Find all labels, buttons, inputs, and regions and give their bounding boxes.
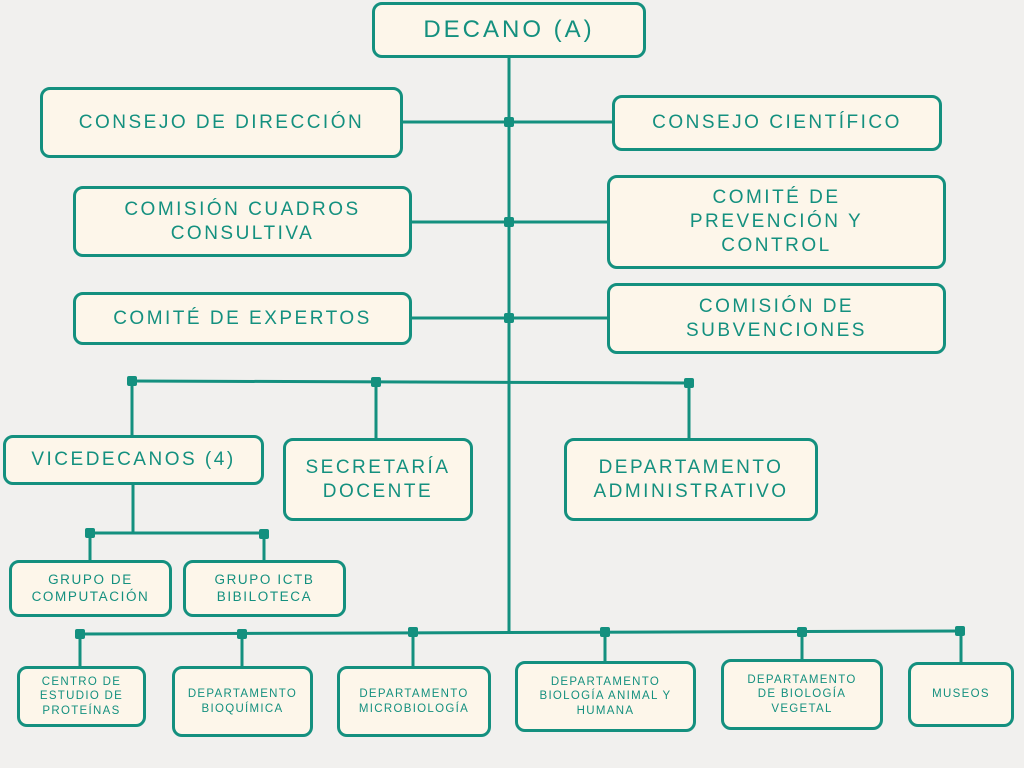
node-museos: MUSEOS xyxy=(908,662,1014,727)
node-grupo-computacion: GRUPO DE COMPUTACIÓN xyxy=(9,560,172,617)
node-consejo-direccion: CONSEJO DE DIRECCIÓN xyxy=(40,87,403,158)
node-centro-proteinas: CENTRO DE ESTUDIO DE PROTEÍNAS xyxy=(17,666,146,727)
junction-dot xyxy=(504,217,514,227)
node-comite-expertos: COMITÉ DE EXPERTOS xyxy=(73,292,412,345)
junction-dot xyxy=(85,528,95,538)
junction-dot xyxy=(504,117,514,127)
node-comite-prevencion: COMITÉ DE PREVENCIÓN Y CONTROL xyxy=(607,175,946,269)
node-grupo-ictb: GRUPO ICTB BIBILOTECA xyxy=(183,560,346,617)
node-comision-subvenciones: COMISIÓN DE SUBVENCIONES xyxy=(607,283,946,354)
junction-dot xyxy=(259,529,269,539)
node-depto-bioquimica: DEPARTAMENTO BIOQUÍMICA xyxy=(172,666,313,737)
node-comision-cuadros: COMISIÓN CUADROS CONSULTIVA xyxy=(73,186,412,257)
node-consejo-cientifico: CONSEJO CIENTÍFICO xyxy=(612,95,942,151)
node-departamento-administrativo: DEPARTAMENTO ADMINISTRATIVO xyxy=(564,438,818,521)
junction-dot xyxy=(600,627,610,637)
node-vicedecanos: VICEDECANOS (4) xyxy=(3,435,264,485)
node-depto-biologia-animal: DEPARTAMENTO BIOLOGÍA ANIMAL Y HUMANA xyxy=(515,661,696,732)
node-depto-microbiologia: DEPARTAMENTO MICROBIOLOGÍA xyxy=(337,666,491,737)
junction-dot xyxy=(797,627,807,637)
junction-dot xyxy=(127,376,137,386)
junction-dot xyxy=(504,313,514,323)
node-depto-biologia-vegetal: DEPARTAMENTO DE BIOLOGÍA VEGETAL xyxy=(721,659,883,730)
junction-dot xyxy=(684,378,694,388)
junction-dot xyxy=(75,629,85,639)
node-decano: DECANO (A) xyxy=(372,2,646,58)
junction-dot xyxy=(955,626,965,636)
junction-dot xyxy=(237,629,247,639)
node-secretaria-docente: SECRETARÍA DOCENTE xyxy=(283,438,473,521)
junction-dot xyxy=(408,627,418,637)
junction-dot xyxy=(371,377,381,387)
